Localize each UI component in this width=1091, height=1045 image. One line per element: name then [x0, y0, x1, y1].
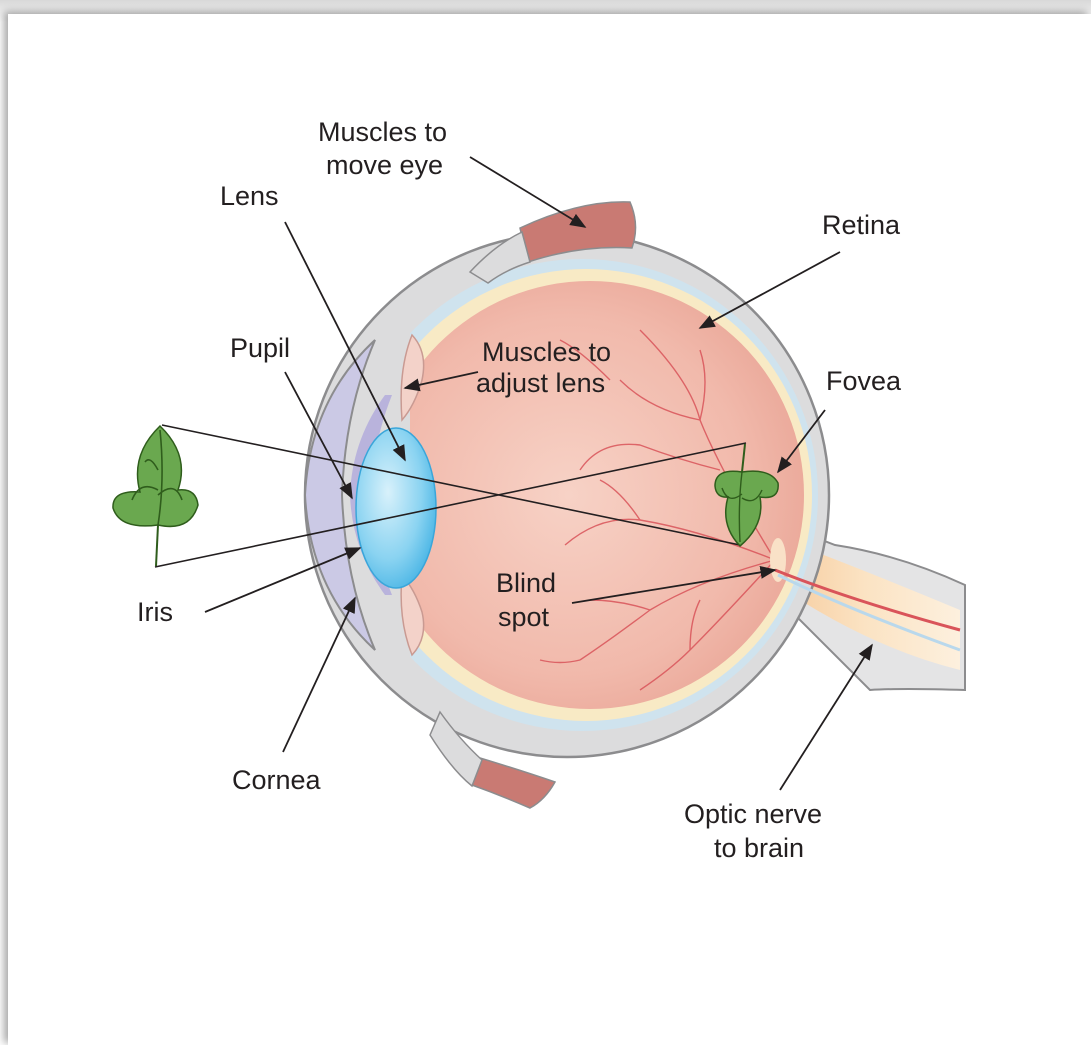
label-iris: Iris	[137, 597, 173, 627]
label-blind-spot-line2: spot	[498, 602, 550, 632]
arrow-cornea	[283, 598, 355, 752]
lens	[356, 428, 436, 588]
label-optic-line2: to brain	[714, 833, 804, 863]
label-retina: Retina	[822, 210, 901, 240]
label-fovea: Fovea	[826, 366, 902, 396]
muscle-bottom	[472, 758, 555, 808]
leaf-object-icon	[113, 426, 198, 566]
label-muscles-adjust-line1: Muscles to	[482, 337, 611, 367]
label-muscles-adjust-line2: adjust lens	[476, 368, 605, 398]
label-cornea: Cornea	[232, 765, 322, 795]
arrow-muscles-move	[470, 157, 585, 227]
label-lens: Lens	[220, 181, 279, 211]
label-muscles-move-line1: Muscles to	[318, 117, 447, 147]
label-blind-spot-line1: Blind	[496, 568, 556, 598]
arrow-optic-nerve	[780, 645, 872, 790]
label-pupil: Pupil	[230, 333, 290, 363]
label-muscles-move-line2: move eye	[326, 150, 443, 180]
label-optic-line1: Optic nerve	[684, 799, 822, 829]
